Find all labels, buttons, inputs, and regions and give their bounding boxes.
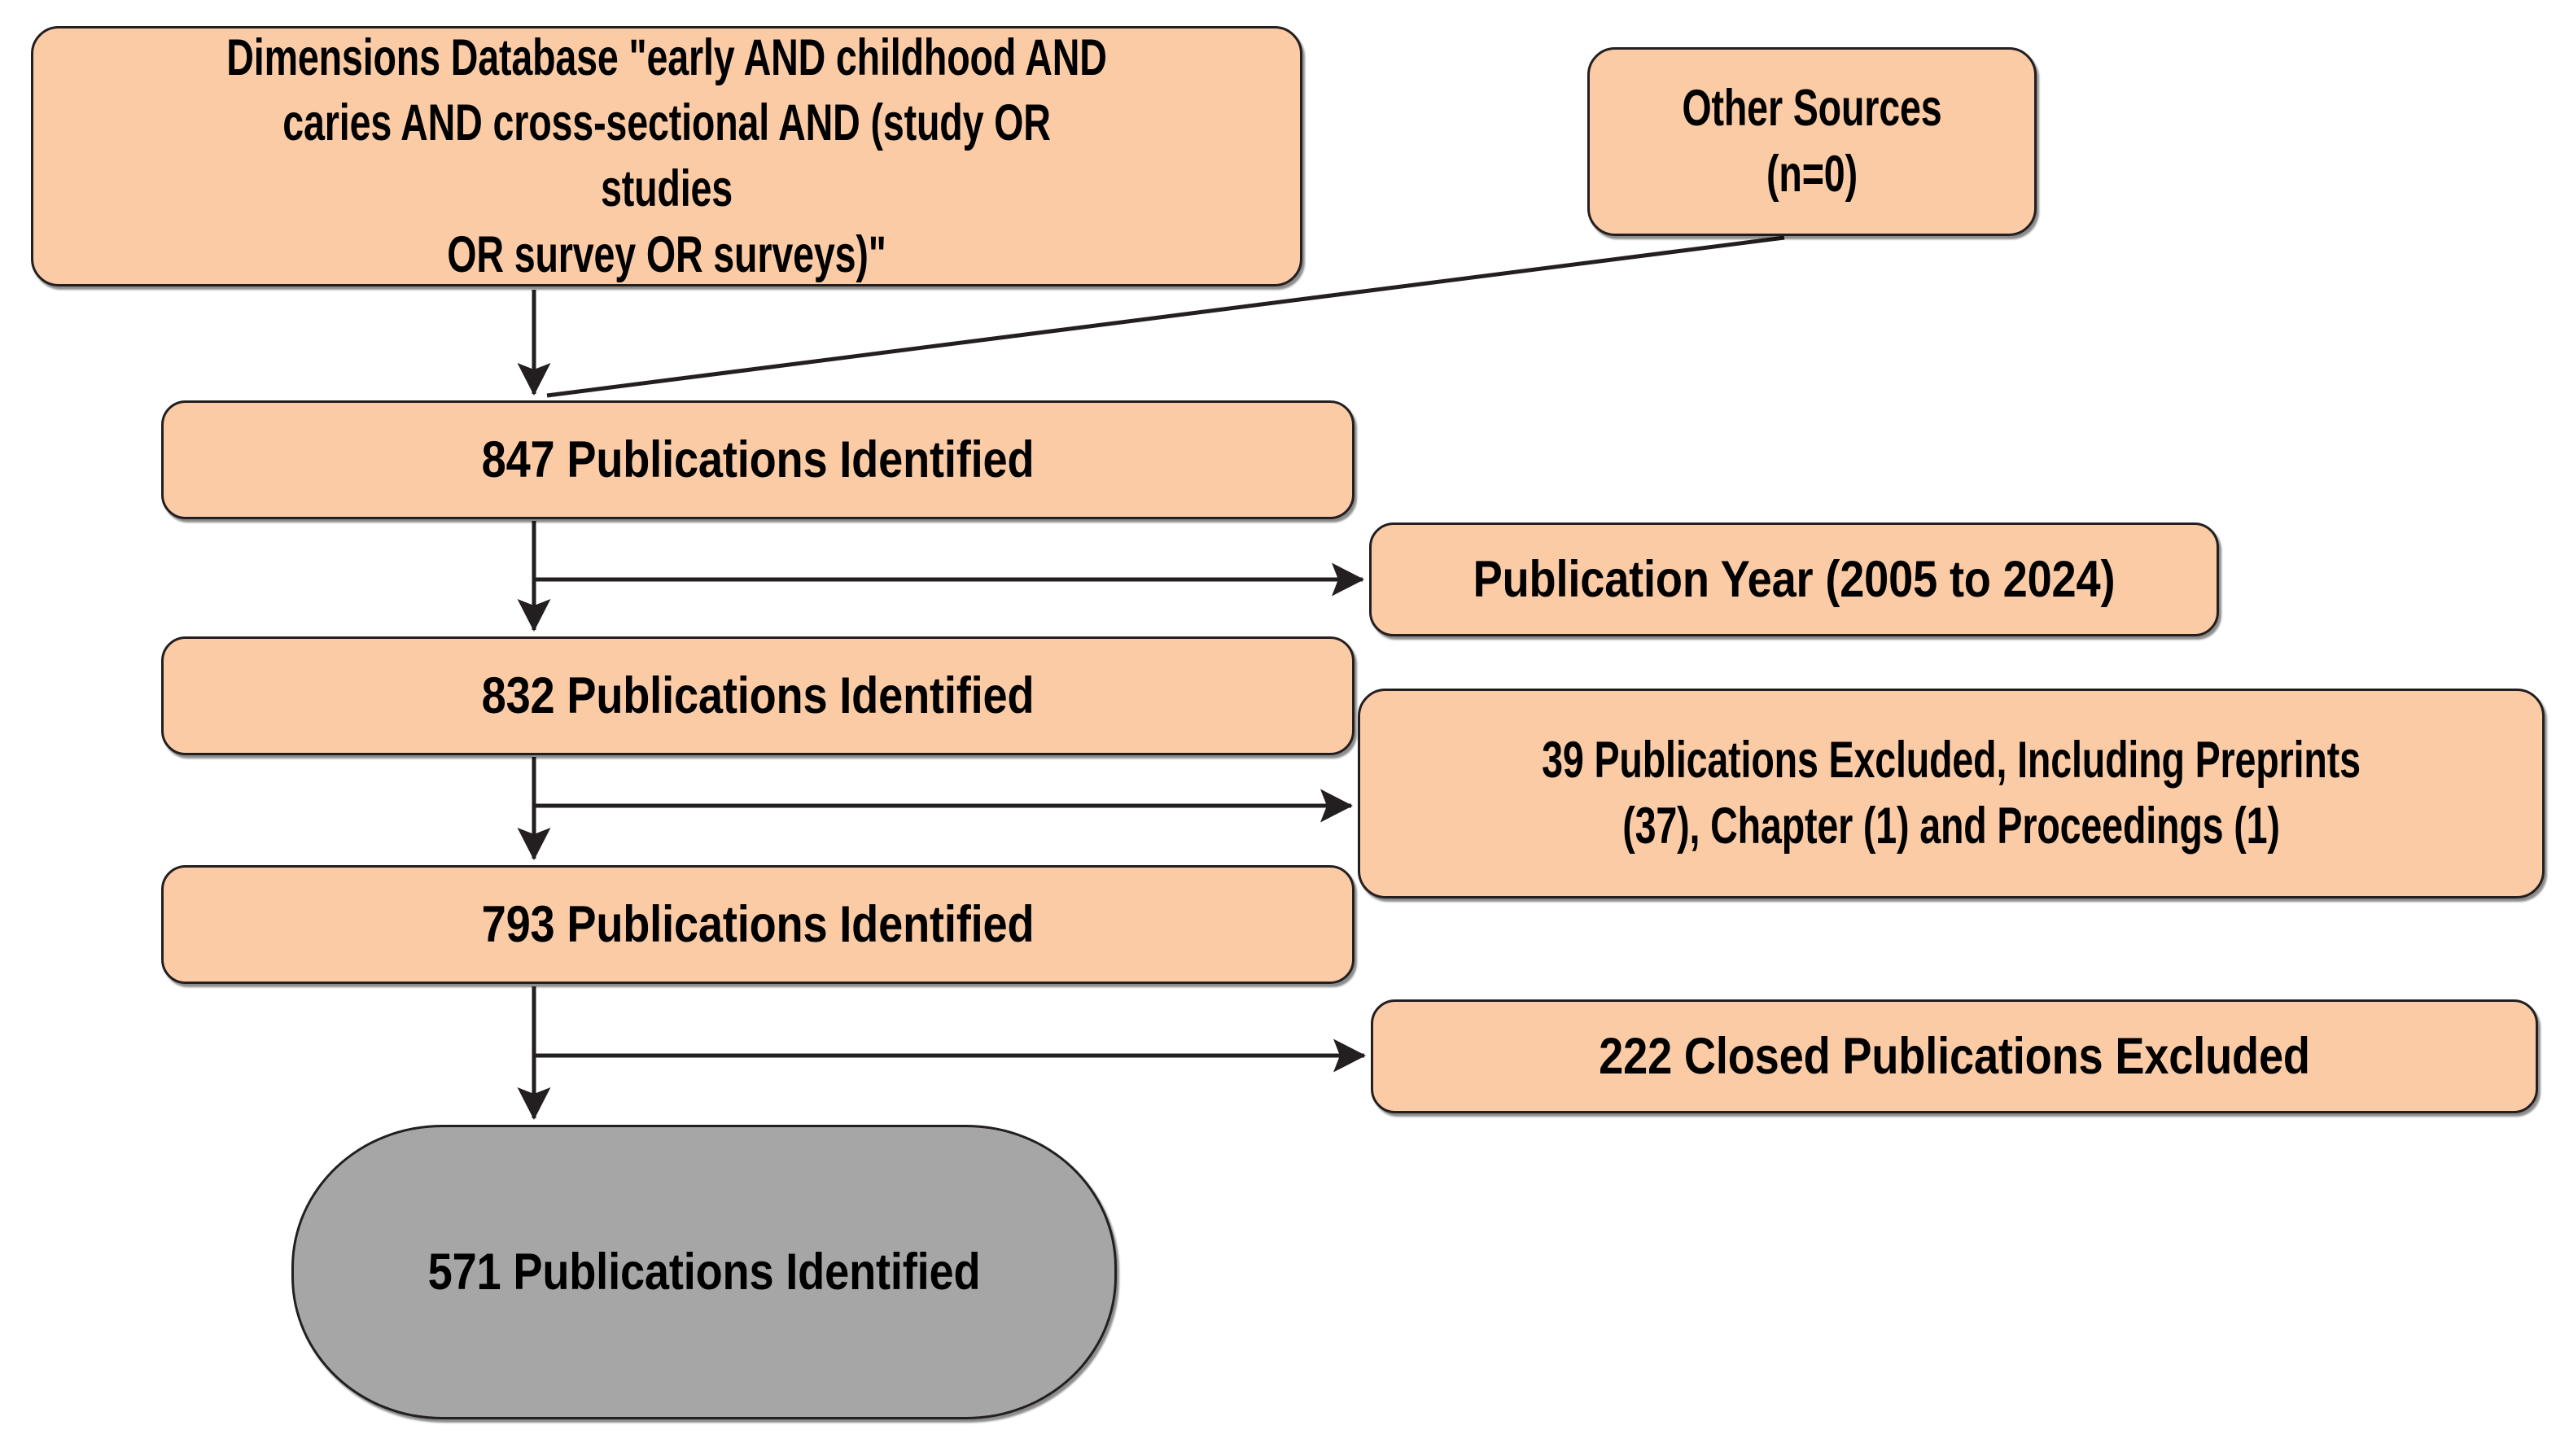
node-identified-571[interactable]: 571 Publications Identified: [291, 1125, 1117, 1419]
identified-847-label: 847 Publications Identified: [481, 431, 1035, 488]
other-sources-line-1: Other Sources: [1682, 80, 1942, 138]
query-line-1: Dimensions Database "early AND childhood…: [226, 28, 1107, 86]
excluded-39-line-1: 39 Publications Excluded, Including Prep…: [1542, 732, 2361, 789]
query-line-3: OR survey OR surveys)": [447, 225, 886, 283]
node-excluded-39[interactable]: 39 Publications Excluded, Including Prep…: [1358, 689, 2545, 899]
identified-793-label: 793 Publications Identified: [481, 895, 1035, 953]
closed-excluded-222-label: 222 Closed Publications Excluded: [1599, 1027, 2310, 1085]
node-identified-793[interactable]: 793 Publications Identified: [161, 865, 1355, 984]
query-line-2: caries AND cross-sectional AND (study OR…: [282, 94, 1051, 217]
node-identified-847[interactable]: 847 Publications Identified: [161, 400, 1355, 519]
node-publication-year-filter[interactable]: Publication Year (2005 to 2024): [1369, 522, 2219, 636]
identified-832-label: 832 Publications Identified: [481, 667, 1035, 724]
publication-year-label: Publication Year (2005 to 2024): [1473, 550, 2116, 608]
node-search-query[interactable]: Dimensions Database "early AND childhood…: [31, 26, 1302, 286]
node-identified-832[interactable]: 832 Publications Identified: [161, 636, 1355, 755]
node-closed-excluded-222[interactable]: 222 Closed Publications Excluded: [1371, 999, 2538, 1113]
other-sources-line-2: (n=0): [1766, 146, 1858, 203]
identified-571-label: 571 Publications Identified: [427, 1243, 981, 1301]
excluded-39-line-2: (37), Chapter (1) and Proceedings (1): [1622, 798, 2280, 855]
node-other-sources[interactable]: Other Sources (n=0): [1587, 47, 2037, 236]
